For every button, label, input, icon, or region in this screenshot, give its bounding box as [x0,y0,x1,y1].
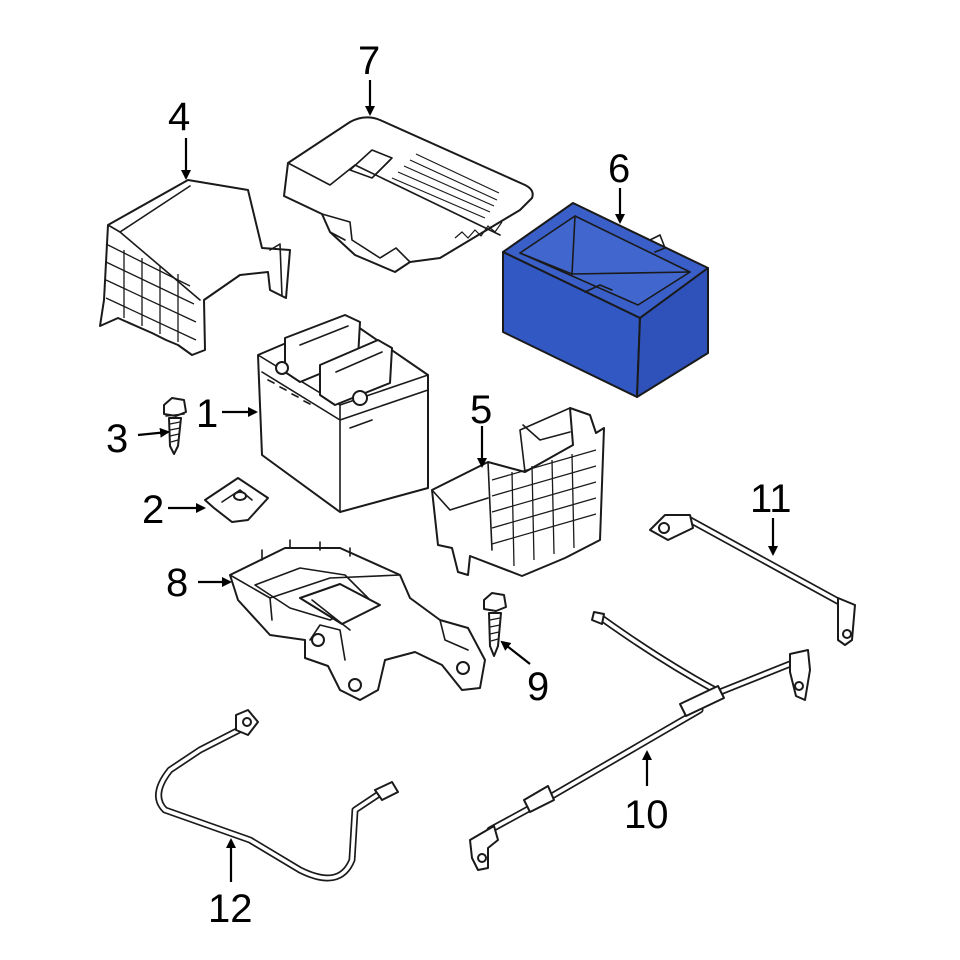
part-11-cable[interactable] [649,514,856,646]
callout-4: 4 [168,95,190,139]
part-6-battery-box[interactable] [502,202,709,398]
callout-11: 11 [750,477,792,521]
callout-10: 10 [624,793,669,837]
callout-12: 12 [208,887,253,931]
callout-6: 6 [608,147,630,191]
part-10-harness[interactable] [469,611,811,871]
part-9-bolt[interactable] [483,592,507,657]
part-1-battery[interactable] [257,314,429,513]
part-4-front-cover[interactable] [99,179,291,356]
part-2-clamp[interactable] [204,477,269,523]
part-5-side-cover[interactable] [431,407,605,577]
part-8-base-tray[interactable] [229,539,486,701]
callout-leaders [137,80,778,882]
callout-9: 9 [527,665,549,709]
part-7-battery-cover[interactable] [283,116,534,273]
callout-7: 7 [358,39,380,83]
part-12-ground-cable[interactable] [155,709,399,882]
callout-5: 5 [470,388,492,432]
callout-numbers: 1 2 3 4 5 6 7 8 9 10 11 12 [106,39,792,931]
callout-2: 2 [142,488,164,532]
part-3-bolt[interactable] [163,397,187,455]
callout-1: 1 [196,392,218,436]
callout-3: 3 [106,417,128,461]
callout-8: 8 [166,561,188,605]
